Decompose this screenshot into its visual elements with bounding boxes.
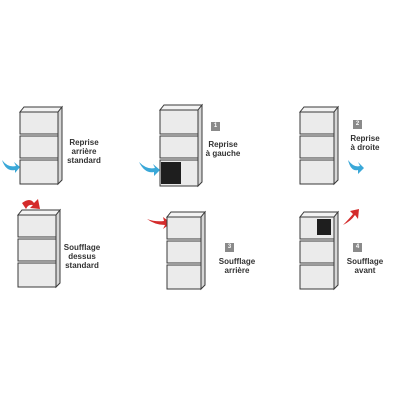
config-label: Reprise à droite [350, 134, 380, 152]
filter-panel [317, 219, 331, 235]
config-label: Soufflage arrière [218, 257, 256, 275]
config-number-badge: 4 [353, 243, 362, 252]
unit-illustration [2, 105, 64, 186]
config-number-badge: 2 [353, 120, 362, 129]
intake-arrow [2, 160, 20, 173]
config-number-badge: 1 [211, 122, 220, 131]
config-reprise-a-droite: 2 Reprise à droite [267, 100, 400, 195]
config-reprise-arriere-standard: Reprise arrière standard [0, 100, 133, 195]
intake-arrow [139, 162, 160, 176]
outlet-arrow [343, 209, 359, 225]
unit-illustration [16, 199, 62, 289]
config-label: Soufflage dessus standard [63, 243, 101, 270]
config-label: Reprise arrière standard [67, 138, 101, 165]
unit-box [298, 105, 340, 186]
unit-illustration [147, 210, 207, 291]
unit-box [165, 210, 207, 291]
config-soufflage-avant: 4 Soufflage avant [267, 195, 400, 300]
config-reprise-a-gauche: 1 Reprise à gauche [133, 100, 267, 195]
config-soufflage-dessus-standard: Soufflage dessus standard [0, 195, 133, 300]
config-label: Reprise à gauche [205, 140, 241, 158]
intake-arrow [348, 160, 364, 174]
config-label: Soufflage avant [346, 257, 384, 275]
unit-illustration [298, 209, 359, 291]
outlet-arrow [147, 217, 171, 229]
unit-illustration [139, 103, 204, 188]
config-number-badge: 3 [225, 243, 234, 252]
config-soufflage-arriere: 3 Soufflage arrière [133, 195, 267, 300]
outlet-arrow [22, 199, 40, 209]
unit-box [16, 208, 62, 289]
unit-box [18, 105, 64, 186]
unit-illustration [298, 105, 364, 186]
filter-panel [161, 162, 181, 184]
